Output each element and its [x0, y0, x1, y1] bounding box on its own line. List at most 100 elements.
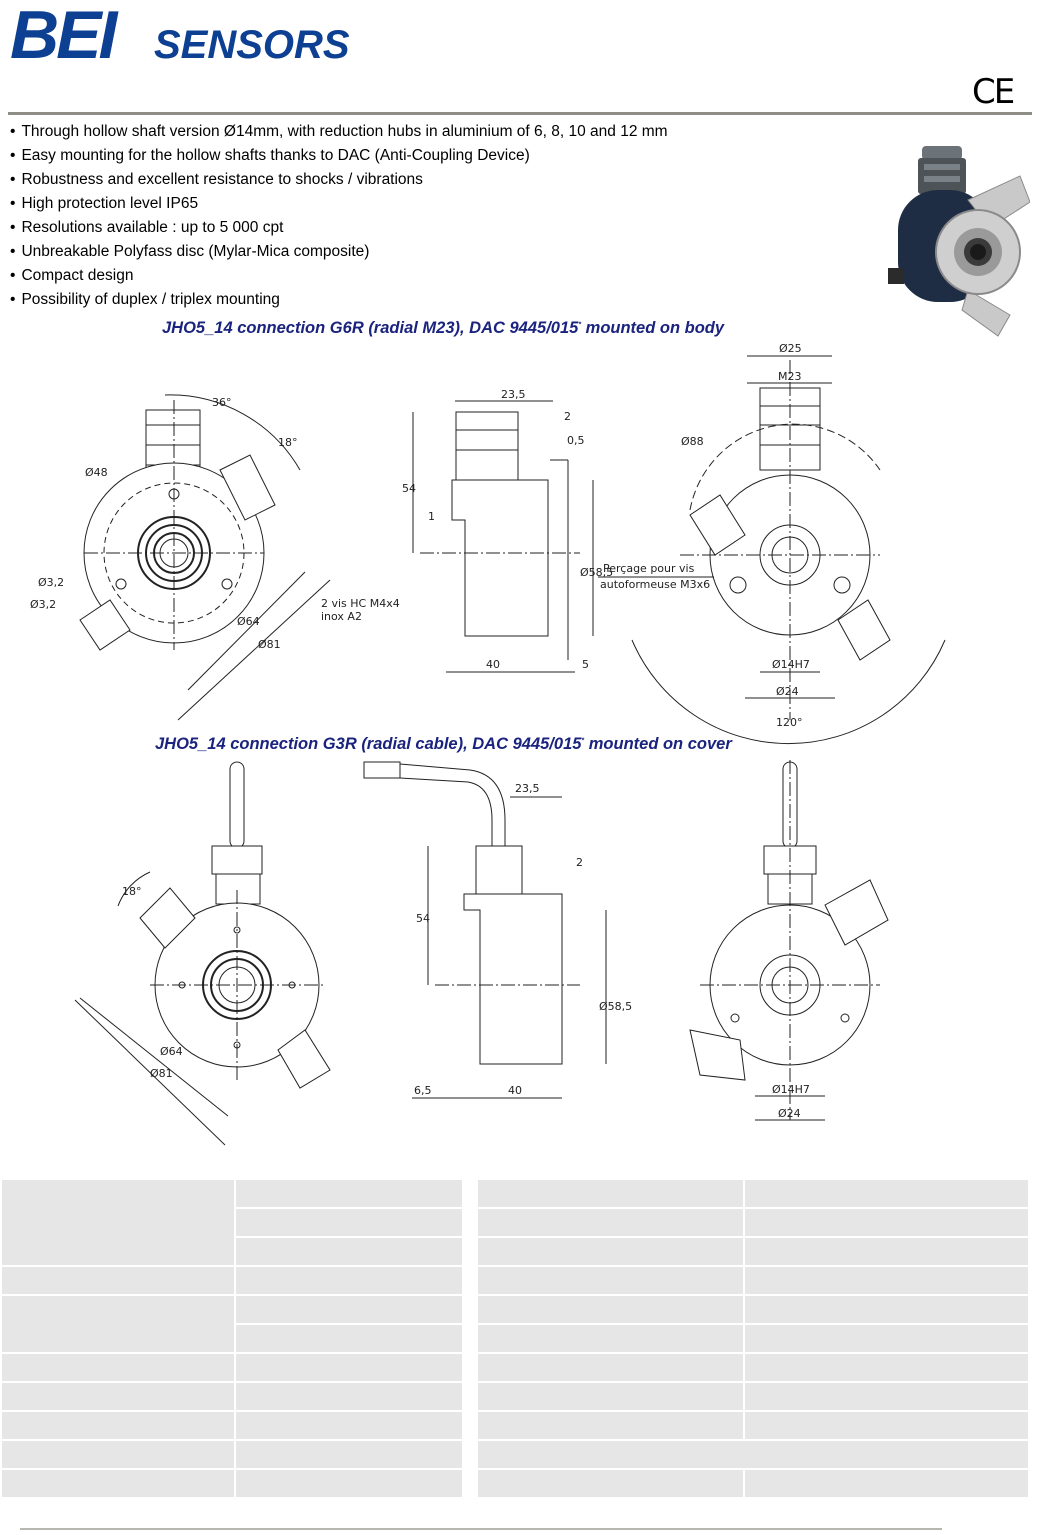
dim-label: Ø24 [776, 685, 799, 698]
spec-cell [743, 1236, 1030, 1267]
dim-label: 18° [122, 885, 142, 898]
spec-cell [0, 1178, 236, 1267]
dim-label: 6,5 [414, 1084, 432, 1097]
dim-label: M23 [778, 370, 802, 383]
side-view-dims-g3r: 23,5 2 54 Ø58,5 6,5 40 [414, 782, 632, 1097]
section-title-end: mounted on cover [584, 735, 732, 753]
drawing-side-view-g6r [412, 400, 594, 673]
spec-cell [0, 1381, 236, 1412]
spec-cell [0, 1265, 236, 1296]
spec-cell [233, 1265, 465, 1296]
dim-label: Perçage pour vis [603, 562, 695, 575]
dim-label: 23,5 [501, 388, 526, 401]
spec-cell [743, 1410, 1030, 1441]
spec-cell [743, 1352, 1030, 1383]
dim-label: 18° [278, 436, 298, 449]
drawing-back-view-g6r [598, 355, 946, 745]
spec-cell [475, 1294, 746, 1325]
spec-cell [475, 1236, 746, 1267]
dim-label: Ø3,2 [30, 598, 56, 611]
spec-cell [0, 1468, 236, 1499]
spec-cell [233, 1207, 465, 1238]
dim-label: Ø58,5 [580, 566, 613, 579]
front-view-dims-g3r: 18° Ø64 Ø81 [122, 885, 183, 1080]
spec-cell [475, 1178, 746, 1209]
dim-label: Ø81 [150, 1067, 173, 1080]
drawing-side-view-g3r [363, 761, 607, 1099]
side-view-dims-g6r: 23,5 2 0,5 54 1 Ø58,5 40 5 [402, 388, 613, 671]
spec-cell [475, 1468, 746, 1499]
drawing-back-view-g3r [689, 760, 889, 1121]
dim-label: Ø3,2 [38, 576, 64, 589]
feature-item: Unbreakable Polyfass disc (Mylar-Mica co… [10, 240, 668, 264]
section-title-g6r: JHO5_14 connection G6R (radial M23), DAC… [162, 319, 724, 338]
dim-label: 54 [416, 912, 430, 925]
dim-label: 1 [428, 510, 435, 523]
spec-cell [0, 1439, 236, 1470]
spec-cell [476, 1439, 1030, 1470]
footer-rule [20, 1528, 942, 1530]
ce-mark: CE [972, 72, 1015, 112]
dim-label: 40 [508, 1084, 522, 1097]
dim-label: Ø14H7 [772, 658, 810, 671]
drawing-front-view-g3r [74, 761, 331, 1146]
bei-sensors-logo: BEI SENSORS [10, 0, 350, 70]
spec-cell [743, 1265, 1030, 1296]
spec-table-right [475, 1178, 1030, 1499]
dim-label: Ø14H7 [772, 1083, 810, 1096]
spec-cell [233, 1381, 465, 1412]
front-view-dims-g6r: 36° 18° Ø48 Ø3,2 Ø3,2 Ø64 Ø81 2 vis HC M… [30, 396, 400, 651]
dim-label: 2 vis HC M4x4 [321, 597, 400, 610]
logo-sensors-text: SENSORS [154, 23, 350, 67]
feature-item: Compact design [10, 264, 668, 288]
dim-label: 36° [212, 396, 232, 409]
dim-label: 40 [486, 658, 500, 671]
spec-cell [233, 1323, 465, 1354]
dim-label: autoformeuse M3x6 [600, 578, 710, 591]
feature-list: Through hollow shaft version Ø14mm, with… [10, 120, 668, 312]
dim-label: 120° [776, 716, 803, 729]
spec-cell [743, 1207, 1030, 1238]
spec-cell [743, 1178, 1030, 1209]
feature-item: High protection level IP65 [10, 192, 668, 216]
logo-bei-text: BEI [10, 0, 119, 70]
feature-item: Possibility of duplex / triplex mounting [10, 288, 668, 312]
spec-cell [743, 1294, 1030, 1325]
feature-item: Resolutions available : up to 5 000 cpt [10, 216, 668, 240]
spec-cell [233, 1439, 465, 1470]
drawing-front-view-g6r [79, 394, 331, 721]
footnote-marker: * [581, 737, 585, 745]
back-view-dims-g3r: Ø14H7 Ø24 [772, 1083, 810, 1120]
section-title-main: JHO5_14 connection G3R (radial cable), D… [155, 735, 582, 753]
feature-item: Through hollow shaft version Ø14mm, with… [10, 120, 667, 144]
dim-label: inox A2 [321, 610, 362, 623]
spec-cell [233, 1410, 465, 1441]
dim-label: 5 [582, 658, 589, 671]
dim-label: 23,5 [515, 782, 540, 795]
dim-label: 2 [564, 410, 571, 423]
dim-label: Ø81 [258, 638, 281, 651]
spec-cell [475, 1381, 746, 1412]
spec-cell [233, 1178, 465, 1209]
spec-cell [233, 1236, 465, 1267]
feature-item: Easy mounting for the hollow shafts than… [10, 144, 668, 168]
dim-label: Ø64 [237, 615, 260, 628]
spec-cell [475, 1323, 746, 1354]
dim-label: Ø24 [778, 1107, 801, 1120]
spec-cell [233, 1468, 465, 1499]
dim-label: 0,5 [567, 434, 585, 447]
dim-label: 54 [402, 482, 416, 495]
dim-label: Ø25 [779, 342, 802, 355]
spec-cell [233, 1294, 465, 1325]
spec-cell [475, 1352, 746, 1383]
spec-cell [0, 1294, 236, 1354]
spec-cell [0, 1352, 236, 1383]
dim-label: Ø88 [681, 435, 704, 448]
encoder-photo [888, 146, 1030, 337]
dim-label: Ø48 [85, 466, 108, 479]
footnote-marker: * [578, 321, 582, 329]
spec-cell [475, 1207, 746, 1238]
spec-cell [743, 1323, 1030, 1354]
spec-cell [475, 1265, 746, 1296]
section-title-main: JHO5_14 connection G6R (radial M23), DAC… [162, 319, 579, 337]
